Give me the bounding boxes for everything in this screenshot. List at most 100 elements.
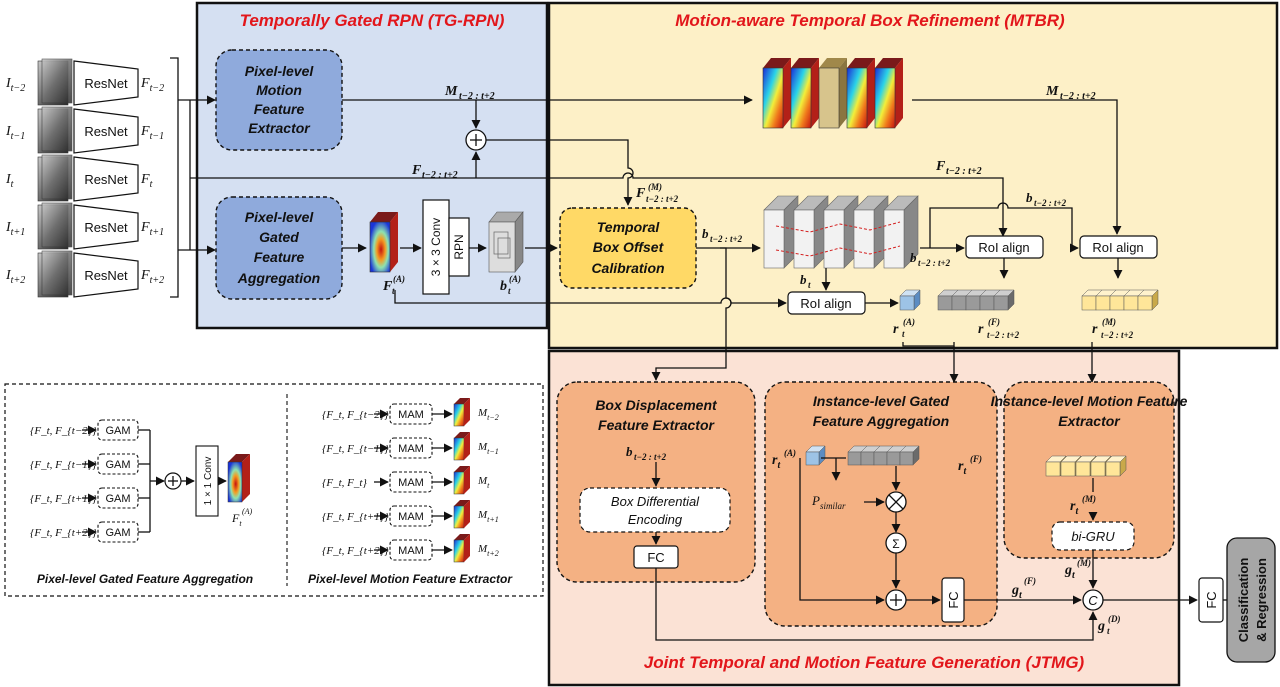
label-gD: g (D) t [1097,614,1121,636]
instance-feature-appearance [899,289,921,311]
legend-motion-map-side [464,466,470,494]
frame-image-back [41,202,73,248]
svg-text:gt: gt [1064,563,1076,581]
resnet-block [73,108,139,154]
frame-label: It−1 [5,124,25,142]
imfe-label-rM-sup: (M) [1082,494,1096,504]
legend-mpair-label: {F_t, F_{t+2}} [322,545,389,557]
pixel-motion-feature-extractor: Pixel-level Motion Feature Extractor [215,49,343,151]
box-track [775,221,901,233]
roi-align-1: RoI align [787,291,866,315]
svg-text:(F): (F) [988,317,1000,327]
label-rF: r (F) t−2 : t+2 [978,317,1020,340]
bi-gru-label: bi-GRU [1071,529,1115,544]
igfa-label-rA: rt [772,453,781,471]
motion-map [846,58,875,129]
sigma-symbol: Σ [892,537,899,551]
gam-label: GAM [105,459,130,471]
box-frame [763,195,799,269]
svg-text:F: F [635,186,646,201]
label-F-mid: F t−2 : t+2 [411,163,458,181]
igfa-label-rA-sup: (A) [784,448,796,458]
frame-label: It−2 [5,76,25,94]
box-displacement-feature-extractor: Box Displacement Feature Extractor b t−2… [556,381,756,583]
legend-motion-map-side [464,398,470,426]
boxes-to-roi3 [929,202,1079,253]
legend-mpair-label: {F_t, F_{t+1}} [322,511,389,523]
legend-mfe-title: Pixel-level Motion Feature Extractor [308,572,513,586]
svg-text:RoI align: RoI align [1092,240,1143,255]
gam-box [97,419,139,441]
concat-node: C [1082,589,1104,611]
frame-image-back [41,106,73,152]
resnet-block [73,204,139,250]
svg-text:Feature: Feature [254,249,305,265]
svg-text:b: b [702,226,709,241]
motion-map [790,58,819,129]
legend-pair-label: {F_t, F_{t+1}} [30,493,97,505]
aggregated-feature-map [369,212,398,273]
svg-text:It−2: It−2 [5,76,25,94]
conv3-rpn-block: 3 × 3 Conv RPN [422,199,470,295]
svg-text:Calibration: Calibration [591,260,664,276]
legend-motion-label: Mt [477,475,490,490]
svg-text:Instance-level Gated: Instance-level Gated [813,393,950,409]
mam-label: MAM [398,443,424,455]
feature-label: Ft [140,172,153,190]
feature-label: Ft+2 [140,268,164,286]
instance-feature-motion [1137,289,1159,311]
igfa-label-rF: rt [958,459,967,477]
label-FA: F (A) t [382,274,405,296]
legend-motion-map [453,403,465,427]
svg-text:b: b [500,279,507,294]
label-gM-sup: (M) [1077,558,1091,568]
legend-motion-map-side [464,432,470,460]
svg-text:It−1: It−1 [5,124,25,142]
label-b-tboc: b t−2 : t+2 [702,226,743,244]
svg-text:rt: rt [1070,499,1079,517]
svg-text:Box Differential: Box Differential [611,494,700,509]
resnet-block [73,252,139,298]
svg-text:F: F [935,159,946,174]
p-similar-label: Psimilar [811,493,846,511]
label-b-under: b t−2 : t+2 [910,250,951,268]
igfa-fc-label: FC [946,591,961,608]
b-to-bdfe [651,247,732,381]
legend-motion-map [453,471,465,495]
svg-text:3 × 3 Conv: 3 × 3 Conv [429,218,443,276]
frame-image-back [41,154,73,200]
label-gF: gt [1011,583,1023,601]
mtbr-title: Motion-aware Temporal Box Refinement (MT… [675,11,1065,30]
svg-text:b: b [626,444,633,459]
svg-text:(A): (A) [393,274,405,284]
legend-motion-map-top [454,432,470,438]
legend-motion-map [453,539,465,563]
svg-text:rt: rt [772,453,781,471]
svg-text:t−2 : t+2: t−2 : t+2 [918,258,951,268]
legend-fa-map-side [242,454,250,502]
legend-motion-label: Mt+2 [477,543,499,558]
svg-text:(M): (M) [1102,317,1116,327]
instance-feature-temporal [993,289,1015,311]
svg-text:Motion: Motion [256,82,302,98]
legend-motion-map [453,505,465,529]
svg-text:& Regression: & Regression [1254,558,1269,642]
svg-text:g: g [1097,619,1105,634]
svg-text:Instance-level Motion Feature: Instance-level Motion Feature [991,393,1188,409]
svg-text:gt: gt [1011,583,1023,601]
svg-text:r: r [1092,322,1098,337]
legend-motion-map-side [464,534,470,562]
svg-text:It+2: It+2 [5,268,25,286]
gam-box [97,453,139,475]
svg-text:RoI align: RoI align [978,240,1029,255]
svg-text:F: F [411,163,422,178]
svg-text:t−2 : t+2: t−2 : t+2 [710,234,743,244]
final-fc: FC [1198,577,1224,623]
label-M-right: M t−2 : t+2 [1045,84,1096,102]
svg-text:b: b [910,250,917,265]
legend-fa-label: Ft [231,511,242,528]
